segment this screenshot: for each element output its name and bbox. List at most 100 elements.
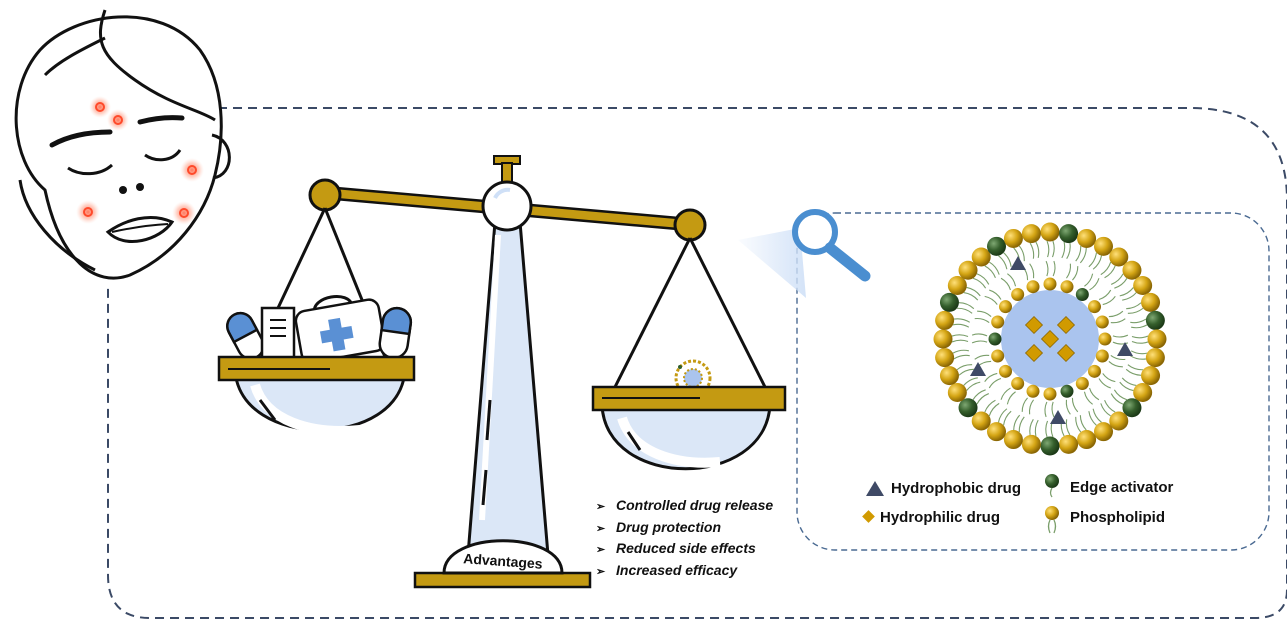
lipid-tail: [1045, 260, 1049, 277]
lipid-tail: [1044, 401, 1048, 418]
lipid-tail: [963, 292, 979, 301]
phospholipid-head: [1095, 315, 1109, 329]
hydrophilic-drug: [1040, 329, 1060, 349]
advantage-text: Controlled drug release: [616, 497, 774, 513]
lipid-tail: [1072, 266, 1079, 281]
lipid-tail: [1130, 318, 1147, 324]
zoom-dashed-frame: [796, 212, 1270, 551]
advantages-list: ➢ Controlled drug release ➢ Drug protectio…: [596, 495, 773, 581]
lipid-tail: [956, 364, 973, 371]
hydrophilic-drug: [1024, 315, 1044, 335]
lipid-tail: [988, 378, 1002, 389]
lipid-tail: [1029, 242, 1035, 259]
lipid-tail: [1102, 296, 1116, 306]
phospholipid-head: [987, 422, 1006, 442]
lipid-tail: [1088, 252, 1097, 268]
edge-activator-head: [988, 332, 1002, 346]
hydrophilic-drug: [1024, 343, 1044, 363]
edge-activator-head: [1059, 224, 1079, 244]
phospholipid-head: [999, 300, 1013, 314]
lipid-tail: [1007, 273, 1017, 287]
hydrophilic-drug: [1056, 315, 1076, 335]
lipid-tail: [1061, 241, 1066, 259]
phospholipid-head: [999, 364, 1013, 378]
legend-edge-activator-symbol: [1045, 474, 1059, 498]
medicine-bottle-icon: [260, 306, 296, 360]
lipid-tail: [977, 310, 992, 317]
bullet-arrow-icon: ➢: [596, 565, 606, 578]
phospholipid-head: [1109, 411, 1129, 431]
phospholipid-head: [1141, 292, 1161, 312]
lipid-tail: [1108, 361, 1123, 368]
lipid-tail: [1079, 247, 1087, 264]
phospholipid-head: [935, 348, 955, 368]
advantage-item: ➢ Reduced side effects: [596, 538, 773, 560]
right-pan: [591, 237, 787, 471]
lipid-tail: [997, 408, 1008, 423]
lipid-tail: [1079, 415, 1087, 431]
phospholipid-head: [1011, 376, 1025, 390]
advantage-text: Drug protection: [616, 518, 721, 535]
phospholipid-head: [1141, 366, 1161, 386]
lipid-tail: [1127, 364, 1144, 371]
lipid-tail: [1084, 273, 1094, 287]
phospholipid-head: [1043, 387, 1057, 401]
legend-hydrophilic-symbol: [862, 510, 875, 523]
legend-phospholipid-symbol: [1045, 506, 1059, 534]
hydrophobic-drug: [1010, 256, 1026, 270]
lipid-tail: [1065, 419, 1071, 436]
lipid-tail: [1018, 416, 1025, 433]
legend-hydrophobic-label: Hydrophobic drug: [891, 480, 1021, 497]
phospholipid-head: [1059, 434, 1079, 454]
lipid-tail: [976, 393, 989, 405]
lipid-tail: [958, 302, 975, 310]
lipid-tail: [1104, 400, 1116, 413]
phospholipid-head: [1043, 277, 1057, 291]
lipid-tail: [953, 318, 971, 323]
lipid-tail: [1092, 255, 1103, 270]
phospholipid-head: [1109, 247, 1129, 267]
lipid-tail: [1075, 245, 1082, 262]
edge-activator-head: [1040, 436, 1060, 456]
lipid-tail: [1131, 324, 1148, 329]
lipid-tail: [966, 381, 981, 391]
lipid-tail: [1035, 241, 1040, 258]
lipid-tail: [1088, 411, 1097, 426]
lipid-tail: [1034, 419, 1039, 437]
capsule-icon: [226, 311, 265, 360]
fulcrum-ball: [481, 180, 533, 232]
lipid-tail: [1125, 368, 1142, 376]
left-pan: [217, 207, 416, 436]
lipid-tail: [1089, 278, 1100, 291]
phospholipid-head: [1003, 228, 1023, 248]
phospholipid-head: [991, 315, 1005, 329]
phospholipid-head: [1087, 300, 1101, 314]
hydrophobic-drug: [1050, 410, 1066, 424]
first-aid-kit-icon: [294, 295, 386, 364]
phospholipid-head: [1021, 224, 1041, 244]
lipid-tail: [1065, 399, 1071, 415]
lipid-tail: [1112, 341, 1129, 345]
phospholipid-head: [1094, 422, 1113, 442]
lipid-tail: [952, 323, 970, 328]
phospholipid-head: [1021, 434, 1041, 454]
lipid-tail: [1110, 355, 1126, 361]
edge-activator-head: [987, 236, 1006, 256]
lipid-tail: [956, 307, 973, 314]
phospholipid-head: [1095, 349, 1109, 363]
hydrophobic-drug: [1117, 342, 1133, 356]
lipid-tail: [1083, 391, 1093, 405]
lipid-tail: [966, 286, 981, 297]
legend-hydrophobic-symbol: [866, 481, 884, 496]
lipid-tail: [1119, 287, 1134, 297]
advantage-text: Reduced side effects: [616, 540, 756, 556]
lipid-tail: [974, 317, 990, 323]
bullet-arrow-icon: ➢: [596, 544, 606, 556]
lipid-tail: [1071, 397, 1079, 413]
phospholipid-head: [991, 349, 1005, 363]
phospholipid-head: [1075, 376, 1089, 390]
lipid-tail: [1029, 263, 1035, 279]
phospholipid-head: [1077, 228, 1097, 248]
hydrophobic-drug: [970, 362, 986, 376]
phospholipid-head: [1003, 430, 1023, 450]
